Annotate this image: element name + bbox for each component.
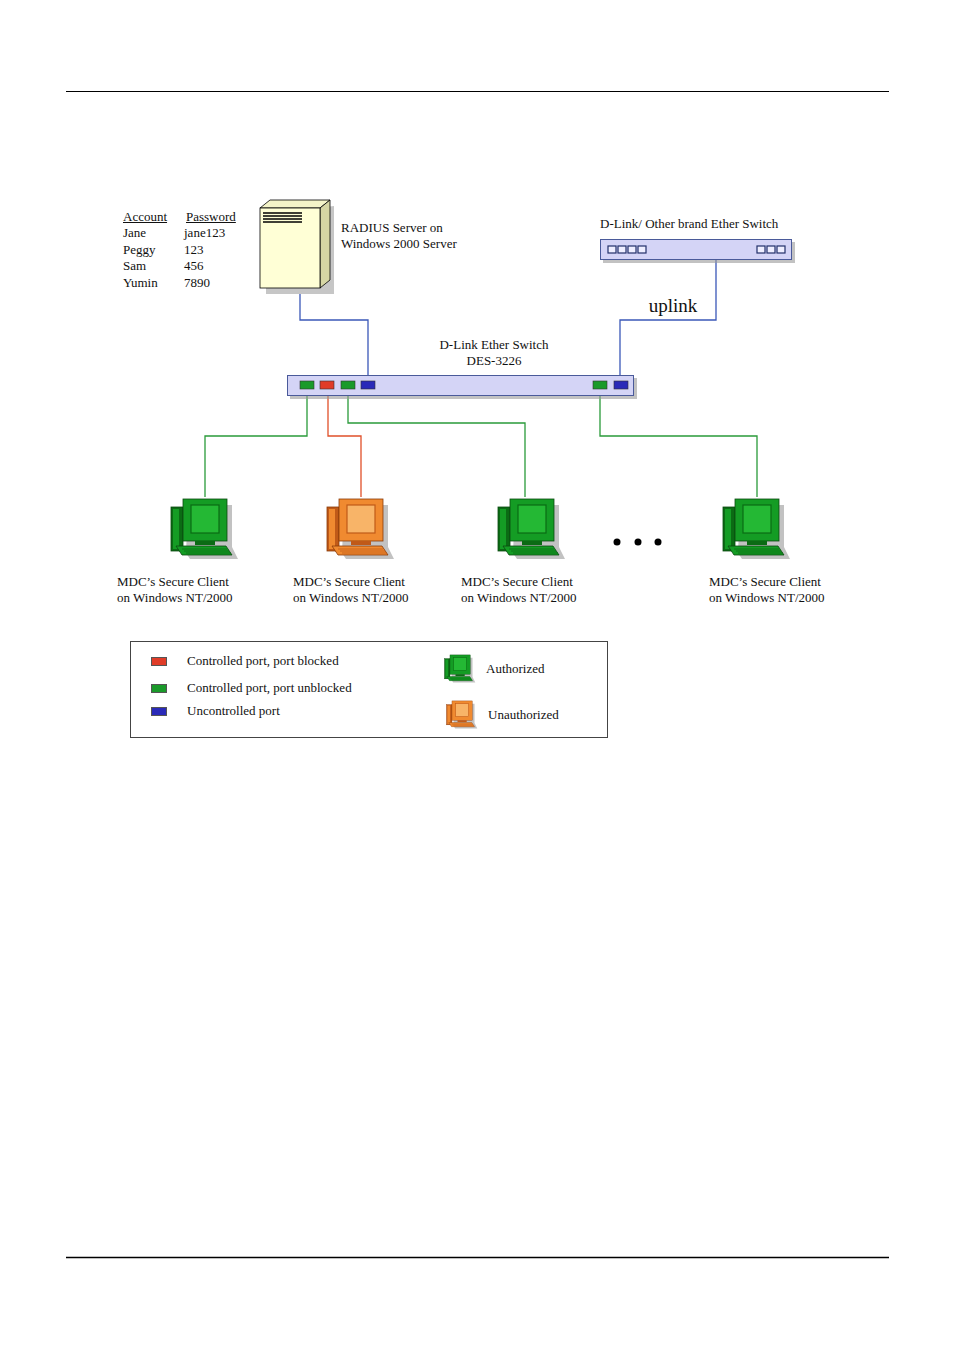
legend-box: Controlled port, port blockedControlled …: [130, 641, 608, 738]
switch-port: [341, 381, 355, 389]
switch-port: [777, 246, 785, 253]
switch-chassis: [287, 375, 634, 396]
client-label: MDC’s Secure Client on Windows NT/2000: [293, 574, 417, 606]
table-cell: Peggy: [123, 242, 156, 258]
client-node: MDC’s Secure Client on Windows NT/2000: [293, 497, 417, 606]
client-node: MDC’s Secure Client on Windows NT/2000: [117, 497, 241, 606]
client-label: MDC’s Secure Client on Windows NT/2000: [461, 574, 585, 606]
legend-label: Authorized: [486, 661, 544, 677]
network-link: [328, 396, 361, 497]
table-cell: Sam: [123, 258, 146, 274]
switch-port: [618, 246, 626, 253]
server-label: RADIUS Server on Windows 2000 Server: [341, 220, 481, 252]
network-link: [620, 260, 716, 375]
client-node: MDC’s Secure Client on Windows NT/2000: [461, 497, 585, 606]
ellipsis-dot: [614, 539, 621, 546]
switch-port: [767, 246, 775, 253]
client-label: MDC’s Secure Client on Windows NT/2000: [117, 574, 241, 606]
switch-node: D-Link/ Other brand Ether Switch: [600, 239, 792, 260]
server-icon: [258, 198, 338, 294]
table-cell: 456: [184, 258, 204, 274]
legend-entry: Unauthorized: [446, 700, 559, 730]
legend-swatch: [151, 657, 167, 666]
switch-node: D-Link Ether Switch DES-3226: [287, 375, 634, 396]
legend-label: Controlled port, port blocked: [187, 653, 339, 669]
computer-icon: [170, 497, 240, 561]
computer-icon: [326, 497, 396, 561]
switch-port: [593, 381, 607, 389]
client-node: MDC’s Secure Client on Windows NT/2000: [709, 497, 833, 606]
legend-swatch: [151, 684, 167, 693]
legend-label: Controlled port, port unblocked: [187, 680, 352, 696]
switch-port: [757, 246, 765, 253]
switch-port: [614, 381, 628, 389]
switch-chassis: [600, 239, 792, 260]
ellipsis-dot: [655, 539, 662, 546]
legend-entry: Uncontrolled port: [151, 703, 280, 719]
switch-port: [300, 381, 314, 389]
legend-entry: Authorized: [444, 654, 544, 684]
switch-port: [608, 246, 616, 253]
network-link: [348, 396, 525, 497]
legend-entry: Controlled port, port unblocked: [151, 680, 352, 696]
footer-rule: [66, 1257, 889, 1259]
switch-port: [320, 381, 334, 389]
table-cell: Yumin: [123, 275, 158, 291]
table-header: Account: [123, 209, 167, 225]
table-cell: 123: [184, 242, 204, 258]
legend-entry: Controlled port, port blocked: [151, 653, 339, 669]
table-cell: jane123: [184, 225, 225, 241]
legend-swatch: [151, 707, 167, 716]
table-header: Password: [186, 209, 236, 225]
network-link: [600, 396, 757, 497]
switch-label: D-Link/ Other brand Ether Switch: [600, 216, 778, 232]
legend-label: Uncontrolled port: [187, 703, 280, 719]
computer-icon: [497, 497, 567, 561]
legend-icon: [446, 700, 478, 730]
header-rule: [66, 91, 889, 92]
table-cell: 7890: [184, 275, 210, 291]
table-cell: Jane: [123, 225, 146, 241]
switch-port: [361, 381, 375, 389]
legend-label: Unauthorized: [488, 707, 559, 723]
ellipsis-dot: [635, 539, 642, 546]
network-link: [300, 294, 368, 375]
server-node: RADIUS Server on Windows 2000 Server: [258, 198, 481, 294]
network-link: [205, 396, 307, 497]
legend-icon: [444, 654, 476, 684]
switch-label: D-Link Ether Switch DES-3226: [433, 337, 555, 369]
computer-icon: [722, 497, 792, 561]
switch-port: [638, 246, 646, 253]
switch-port: [628, 246, 636, 253]
link-label: uplink: [647, 295, 700, 317]
client-label: MDC’s Secure Client on Windows NT/2000: [709, 574, 833, 606]
